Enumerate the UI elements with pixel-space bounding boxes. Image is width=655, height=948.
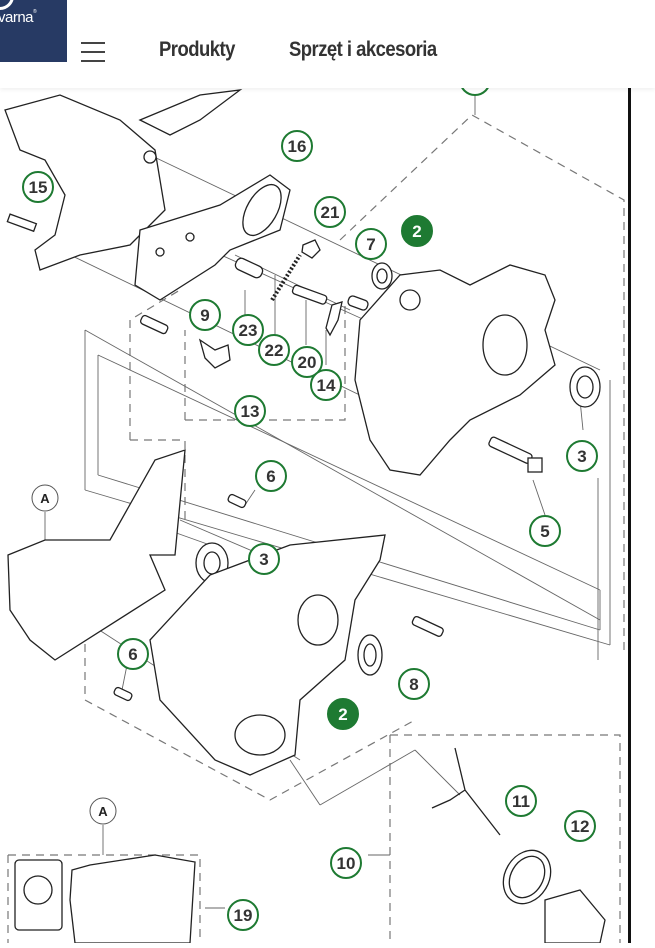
svg-text:3: 3 xyxy=(577,447,586,466)
svg-text:23: 23 xyxy=(239,321,258,340)
callout-6-upper[interactable]: 6 xyxy=(255,460,287,492)
callout-6-lower[interactable]: 6 xyxy=(117,638,149,670)
gasket-crankcase-part xyxy=(69,854,196,944)
callout-15[interactable]: 15 xyxy=(22,171,54,203)
screw-9-part xyxy=(139,314,169,335)
callout-2-filled-lower[interactable]: 2 xyxy=(327,698,359,730)
logo-wordmark: varna® xyxy=(0,9,37,26)
sleeve-23-part xyxy=(234,257,264,279)
svg-text:2: 2 xyxy=(338,705,347,724)
callout-14[interactable]: 14 xyxy=(310,369,342,401)
screw-20-part xyxy=(291,284,328,305)
spring-22-part xyxy=(270,253,302,302)
crankcase-group-outline xyxy=(339,114,625,650)
chain-brake-subgroup-outline xyxy=(185,300,346,421)
site-header: varna® Produkty Sprzęt i akcesoria xyxy=(0,0,655,88)
svg-text:19: 19 xyxy=(234,906,253,925)
svg-text:13: 13 xyxy=(241,402,260,421)
crankcase-lower-part xyxy=(149,534,386,776)
fuel-cap-part xyxy=(544,889,606,944)
callout-2-filled[interactable]: 2 xyxy=(401,215,433,247)
svg-text:22: 22 xyxy=(265,341,284,360)
reference-a-upper: A xyxy=(31,484,59,512)
callout-12[interactable]: 12 xyxy=(564,810,596,842)
gasket-a-part xyxy=(7,449,186,661)
screw-8-part xyxy=(411,615,444,637)
callout-10[interactable]: 10 xyxy=(330,847,362,879)
bolt-15-part xyxy=(6,213,38,233)
callout-3-right[interactable]: 3 xyxy=(566,440,598,472)
callout-22[interactable]: 22 xyxy=(258,334,290,366)
svg-text:6: 6 xyxy=(128,645,137,664)
callout-8[interactable]: 8 xyxy=(398,668,430,700)
brand-logo[interactable]: varna® xyxy=(0,0,67,62)
lever-14-part xyxy=(325,301,343,337)
svg-text:A: A xyxy=(98,804,108,819)
svg-text:12: 12 xyxy=(571,817,590,836)
callout-21[interactable]: 21 xyxy=(314,196,346,228)
svg-text:21: 21 xyxy=(321,203,340,222)
reference-a-lower: A xyxy=(89,797,117,825)
pin-6-upper-part xyxy=(227,493,247,509)
diagram-frame-border xyxy=(628,88,631,943)
callout-16[interactable]: 16 xyxy=(281,130,313,162)
svg-text:10: 10 xyxy=(337,854,356,873)
svg-text:14: 14 xyxy=(317,376,336,395)
svg-text:16: 16 xyxy=(288,137,307,156)
svg-text:11: 11 xyxy=(512,792,530,811)
hamburger-icon[interactable] xyxy=(81,40,105,64)
callout-7[interactable]: 7 xyxy=(355,228,387,260)
callout-13[interactable]: 13 xyxy=(234,395,266,427)
lower-crankcase-outline xyxy=(84,630,416,801)
svg-text:3: 3 xyxy=(259,550,268,569)
retainer-11-part xyxy=(431,747,501,836)
part-illustrations xyxy=(4,89,606,944)
fuel-cap-group-outline xyxy=(390,734,621,943)
callout-19[interactable]: 19 xyxy=(227,899,259,931)
svg-text:15: 15 xyxy=(29,178,48,197)
stop-21-part xyxy=(301,239,321,259)
callout-20[interactable]: 20 xyxy=(291,346,323,378)
svg-text:2: 2 xyxy=(412,222,421,241)
bolt-5-part xyxy=(488,436,533,464)
pin-7-part xyxy=(347,295,369,311)
callout-9[interactable]: 9 xyxy=(189,299,221,331)
callout-23[interactable]: 23 xyxy=(232,314,264,346)
callout-11[interactable]: 11 xyxy=(505,785,537,817)
svg-text:9: 9 xyxy=(200,306,209,325)
svg-text:5: 5 xyxy=(540,522,549,541)
callout-group: 15 16 21 7 2 9 23 22 20 14 13 3 6 5 3 6 … xyxy=(22,130,598,931)
svg-text:A: A xyxy=(40,491,50,506)
bracket-13-part xyxy=(198,338,231,369)
pin-6-lower-part xyxy=(113,686,133,702)
callout-5[interactable]: 5 xyxy=(529,515,561,547)
svg-text:6: 6 xyxy=(266,467,275,486)
nav-link-sprzet-i-akcesoria[interactable]: Sprzęt i akcesoria xyxy=(289,38,437,61)
nav-link-produkty[interactable]: Produkty xyxy=(159,38,235,61)
callout-3-left[interactable]: 3 xyxy=(248,543,280,575)
svg-text:8: 8 xyxy=(409,675,418,694)
chain-brake-bracket-part xyxy=(4,94,166,271)
svg-text:20: 20 xyxy=(298,353,317,372)
oil-pump-group-outline xyxy=(129,289,181,440)
svg-text:7: 7 xyxy=(366,235,375,254)
gasket-set-outline xyxy=(8,854,201,943)
crankcase-upper-part xyxy=(354,264,556,476)
